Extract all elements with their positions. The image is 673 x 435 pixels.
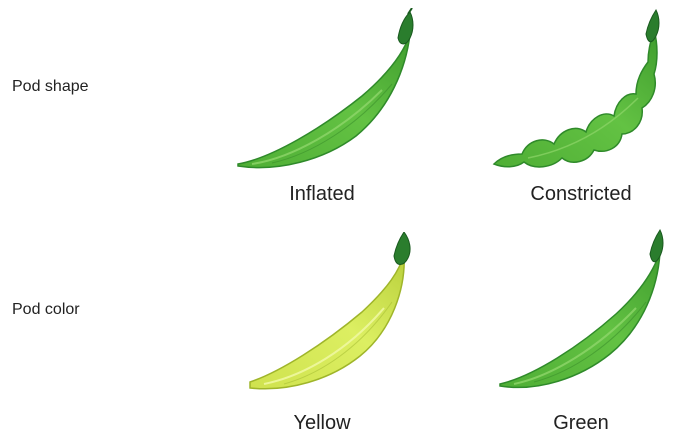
inflated-pod-illustration [232,8,422,173]
row-label-pod-shape: Pod shape [12,78,89,96]
yellow-pod-illustration [244,232,424,397]
constricted-pod-illustration [488,8,668,173]
pod-label-green: Green [481,412,673,435]
pod-label-inflated: Inflated [222,183,422,206]
row-label-pod-color: Pod color [12,301,80,319]
pod-label-yellow: Yellow [222,412,422,435]
pod-label-constricted: Constricted [481,183,673,206]
green-pod-illustration [494,228,669,393]
